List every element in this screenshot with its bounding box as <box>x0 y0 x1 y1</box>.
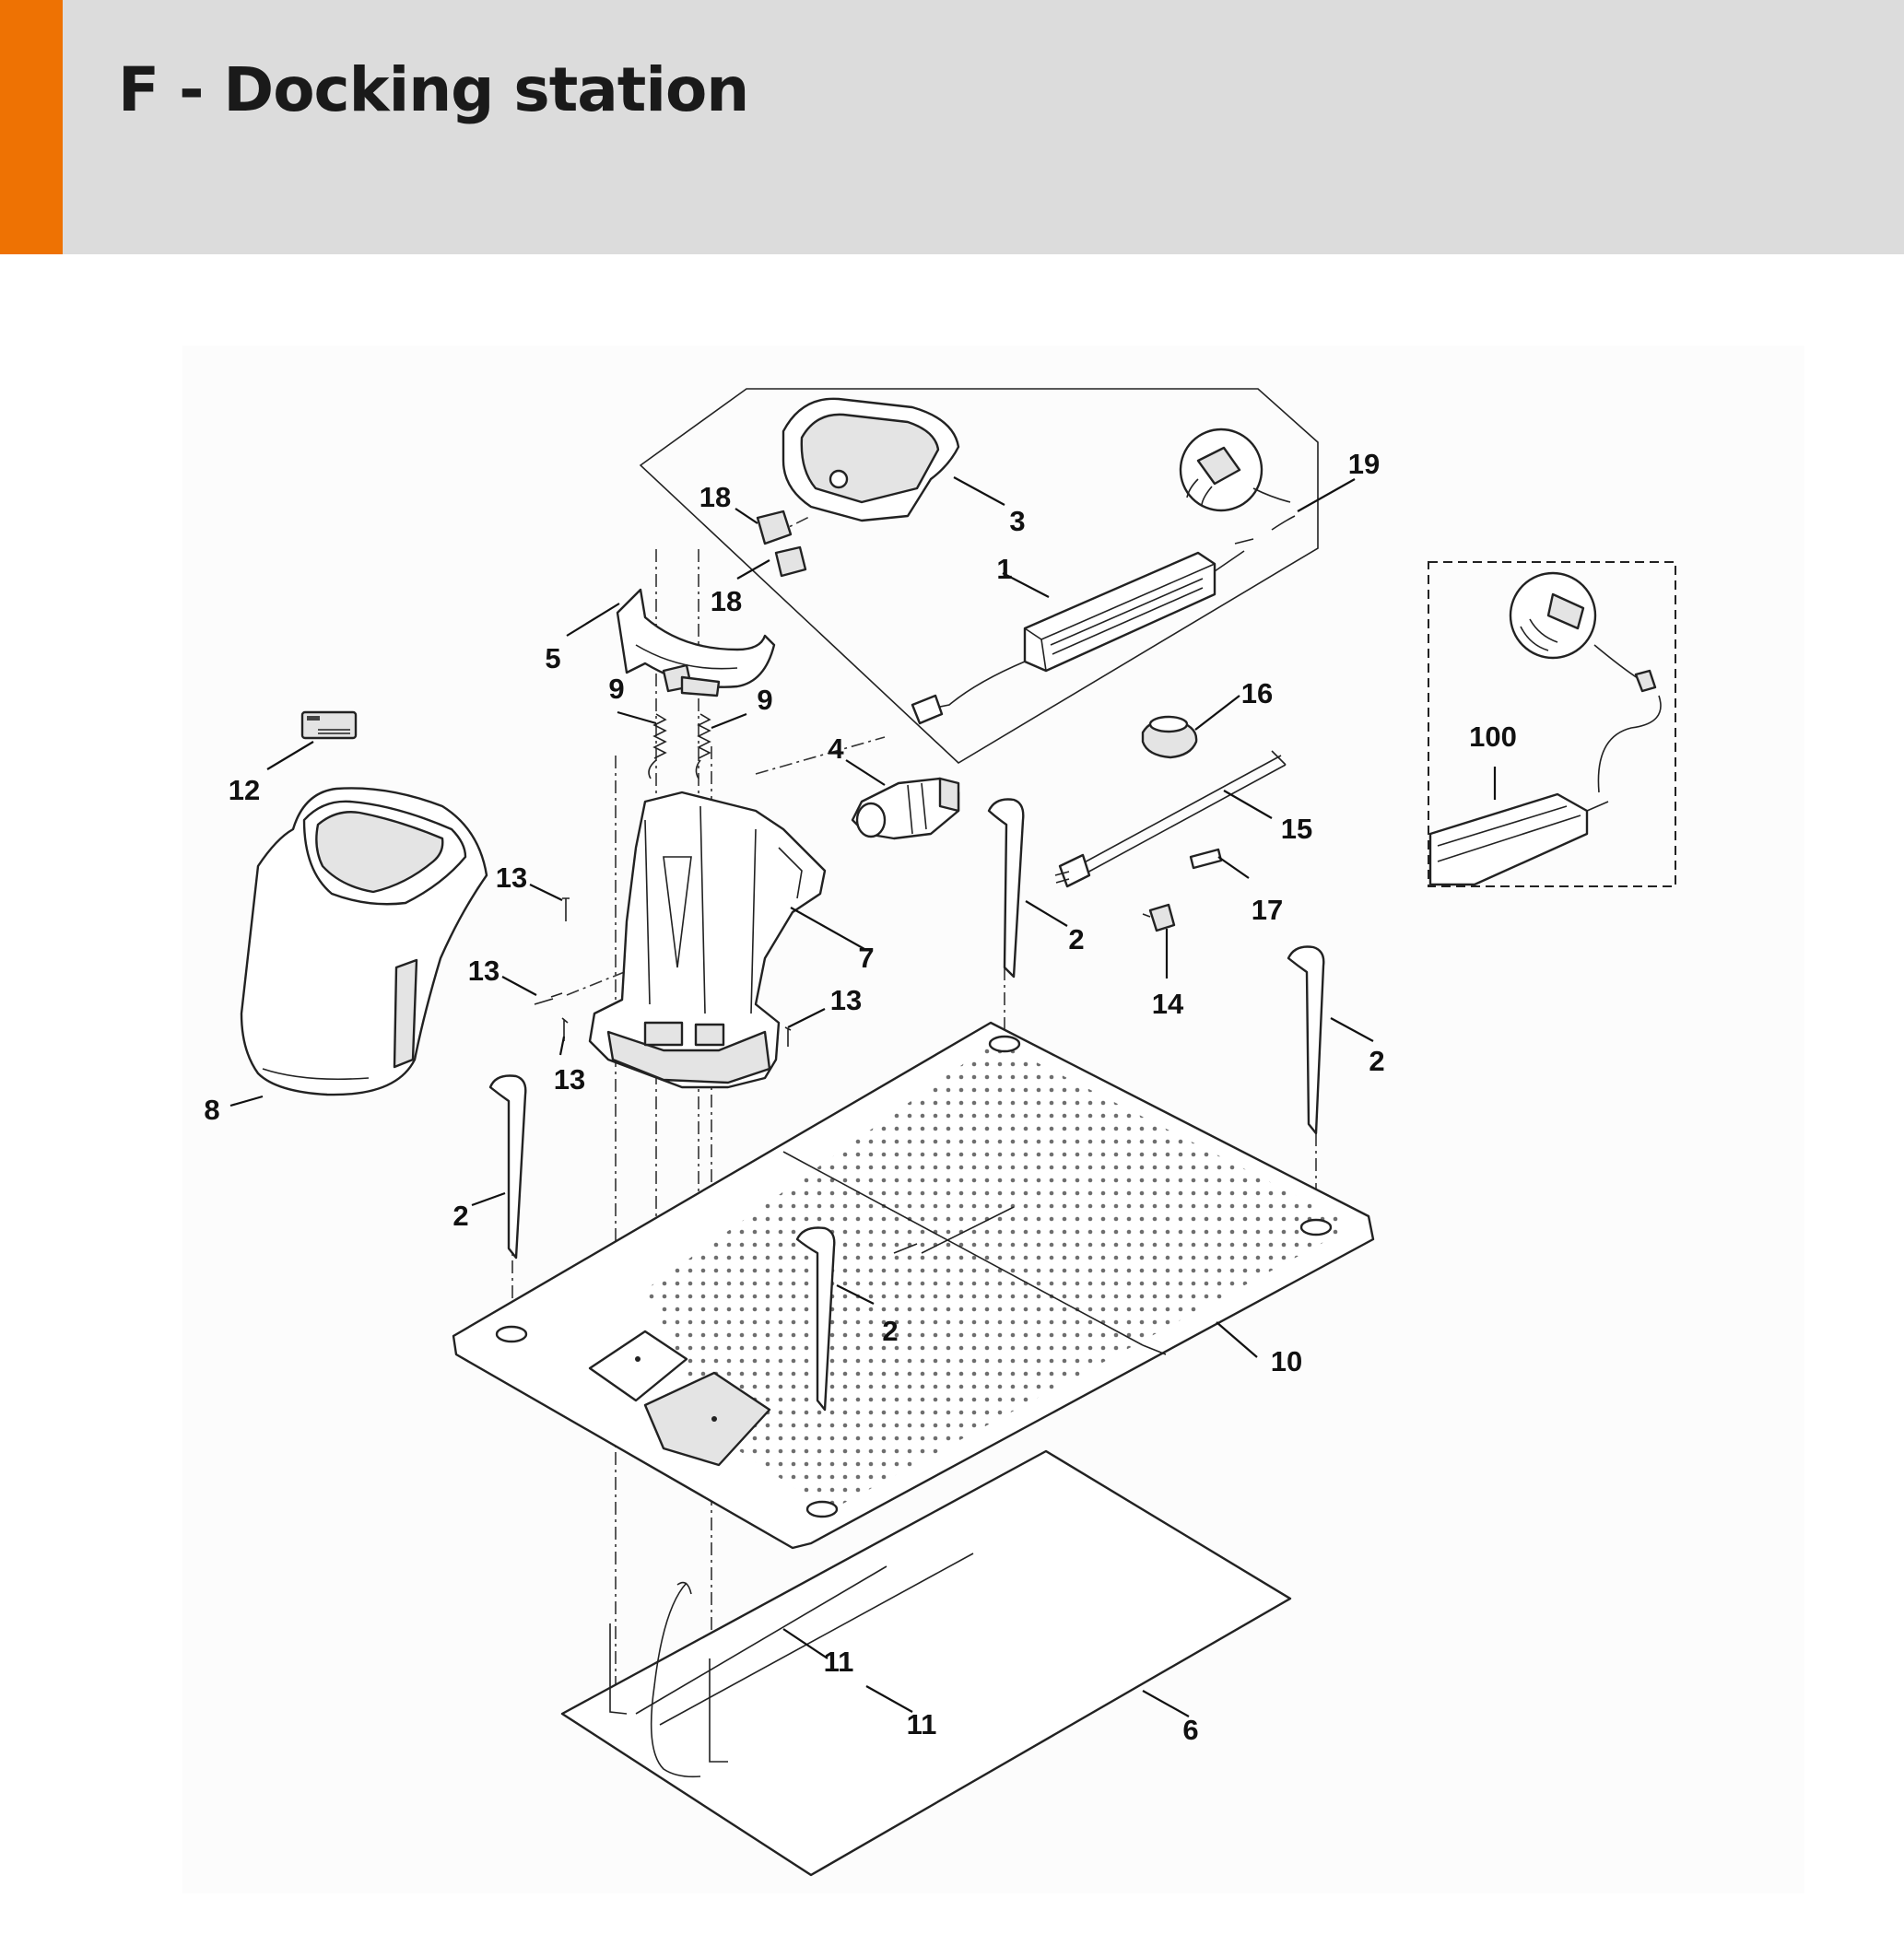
callout-19: 19 <box>1348 448 1380 480</box>
rating-label <box>300 710 358 740</box>
contact-bracket <box>616 588 776 697</box>
callout-4: 4 <box>828 732 844 765</box>
callout-11-lower: 11 <box>907 1708 937 1740</box>
wire-connector <box>1141 715 1198 759</box>
callout-2-right: 2 <box>1369 1045 1384 1077</box>
callout-6: 6 <box>1182 1714 1198 1746</box>
callout-18-lower: 18 <box>711 585 742 617</box>
callout-5: 5 <box>545 642 560 674</box>
callout-18-upper: 18 <box>699 481 731 513</box>
callout-13-bottom: 13 <box>554 1063 585 1096</box>
contact-pads <box>756 510 807 578</box>
ground-pegs <box>488 798 1325 1412</box>
callout-7: 7 <box>858 942 874 974</box>
docking-base <box>588 791 827 1089</box>
callout-3: 3 <box>1009 505 1025 537</box>
leader-lines <box>229 476 1497 1717</box>
callout-13-right: 13 <box>830 984 862 1016</box>
callout-12: 12 <box>229 774 260 806</box>
callout-9-left: 9 <box>608 673 624 705</box>
connector-housing <box>851 777 960 840</box>
callout-13-left: 13 <box>468 955 500 987</box>
page-title: F - Docking station <box>118 54 749 125</box>
callout-100: 100 <box>1469 721 1517 753</box>
callout-2-upper-center: 2 <box>1068 923 1084 955</box>
cable-clip <box>1189 848 1223 870</box>
header-accent-bar <box>0 0 63 254</box>
boundary-mat <box>560 1449 1292 1877</box>
callout-13-top: 13 <box>496 861 527 894</box>
callout-labels: 3 1 19 18 18 5 9 9 4 12 13 13 13 13 7 8 … <box>204 448 1516 1746</box>
callout-16: 16 <box>1241 677 1273 709</box>
callout-17: 17 <box>1252 894 1283 926</box>
docking-outer-cover <box>240 787 488 1096</box>
power-supply <box>911 428 1296 725</box>
charging-cable <box>1054 750 1287 888</box>
plug-connector <box>1142 903 1176 932</box>
screws <box>534 897 792 1047</box>
callout-15: 15 <box>1281 813 1312 845</box>
alternative-power-supply <box>1428 571 1662 886</box>
springs <box>648 713 711 779</box>
callout-2-left: 2 <box>452 1200 468 1232</box>
kit-outline <box>639 388 1319 764</box>
callout-9-right: 9 <box>757 684 772 716</box>
top-cover-frame <box>782 397 960 522</box>
callout-10: 10 <box>1271 1345 1302 1377</box>
callout-1: 1 <box>996 553 1012 585</box>
page-header <box>0 0 1904 254</box>
callout-2-center: 2 <box>882 1315 898 1347</box>
callout-11-upper: 11 <box>824 1646 854 1678</box>
callout-8: 8 <box>204 1094 219 1126</box>
alternative-part-box <box>1428 561 1676 887</box>
callout-14: 14 <box>1152 988 1184 1020</box>
